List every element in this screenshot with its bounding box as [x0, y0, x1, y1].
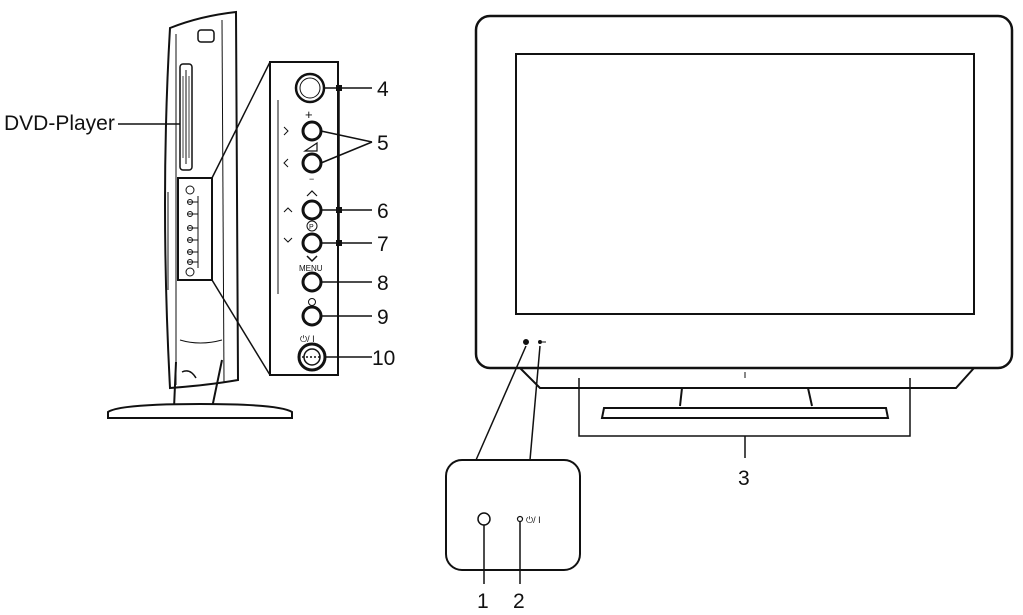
tv-screen: [515, 53, 975, 315]
speaker-strip: [519, 367, 975, 389]
power-label: ⏻/ I: [300, 334, 315, 344]
side-button-panel: [177, 177, 213, 281]
input-button[interactable]: [301, 305, 323, 327]
tv-front-view: [474, 14, 1014, 458]
program-symbol: P: [309, 224, 314, 231]
led-symbol: ⏻/ I: [526, 515, 541, 525]
dvd-slot: [179, 63, 193, 171]
callout-4: 4: [377, 78, 389, 101]
callout-2: 2: [513, 590, 525, 613]
vol-minus-symbol: −: [309, 174, 314, 184]
callout-9: 9: [377, 306, 389, 329]
callout-3: 3: [738, 467, 750, 490]
callout-5: 5: [377, 132, 389, 155]
chevron-down-icon: [306, 255, 318, 263]
callout-10: 10: [372, 347, 395, 370]
callout-7: 7: [377, 233, 389, 256]
program-up-button[interactable]: [301, 199, 323, 221]
volume-icon: [303, 141, 318, 152]
remote-sensor: [523, 339, 529, 345]
callout-8: 8: [377, 272, 389, 295]
enlarged-button-panel: + − P MENU ⏻/ I: [269, 61, 373, 376]
sensor-zoom: [445, 345, 581, 584]
power-led-enlarged: [516, 515, 524, 523]
tv-side-base: [107, 402, 293, 419]
tv-bezel: [474, 14, 1014, 370]
program-down-button[interactable]: [301, 232, 323, 254]
menu-button[interactable]: [301, 271, 323, 293]
sensor-zoom-box: [445, 459, 581, 571]
chevron-up-icon: [306, 190, 318, 197]
power-indicator: [538, 340, 542, 344]
tv-stand-base: [600, 407, 890, 419]
zoom-lines: [211, 61, 271, 376]
menu-label: MENU: [299, 264, 323, 273]
tv-stand-neck: [679, 387, 813, 407]
vol-plus-symbol: +: [305, 107, 313, 122]
volume-up-button[interactable]: [301, 120, 323, 142]
callout-6: 6: [377, 200, 389, 223]
volume-down-button[interactable]: [301, 152, 323, 174]
tv-side-view: [107, 10, 293, 419]
callout-1: 1: [477, 590, 489, 613]
dvd-player-label: DVD-Player: [4, 112, 115, 135]
